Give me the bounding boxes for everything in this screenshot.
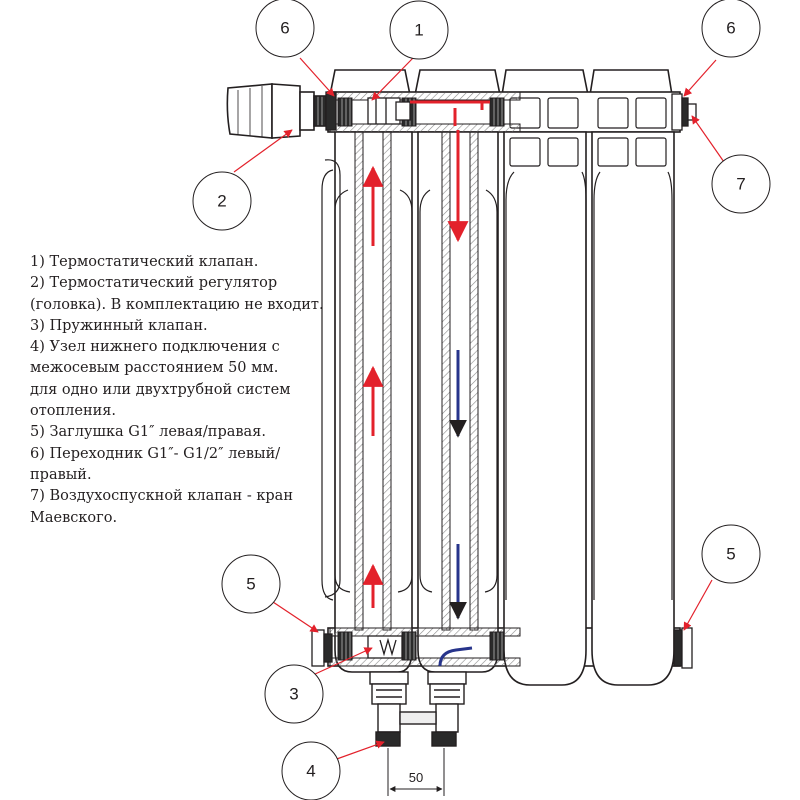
bottom-connection-unit — [369, 671, 467, 747]
callout-numbers: 1 2 3 4 5 5 6 6 7 — [217, 19, 745, 781]
callout-4: 4 — [306, 762, 315, 781]
leader-5-left — [269, 599, 319, 633]
right-bottom-plug — [673, 627, 693, 669]
legend-line: 7) Воздухоспускной клапан - кран — [30, 488, 293, 505]
callout-4-circle — [281, 741, 341, 800]
callout-5-left-circle — [221, 554, 281, 614]
legend: 1) Термостатический клапан. 2) Термостат… — [30, 252, 350, 529]
thermostatic-head — [226, 83, 327, 139]
callout-7: 7 — [736, 175, 745, 194]
callout-2-circle — [192, 171, 252, 231]
legend-line: 4) Узел нижнего подключения с — [30, 339, 280, 356]
callout-7-circle — [711, 154, 771, 214]
callout-1: 1 — [414, 21, 423, 40]
spring-valve-body — [367, 635, 403, 659]
callout-circles — [192, 0, 771, 800]
callout-5-left: 5 — [246, 575, 255, 594]
legend-line: 5) Заглушка G1″ левая/правая. — [30, 424, 266, 441]
legend-line: отопления. — [30, 403, 117, 420]
callout-3-circle — [264, 664, 324, 724]
callout-6-left-circle — [255, 0, 315, 58]
callout-6-right: 6 — [726, 19, 735, 38]
radiator-body — [327, 69, 681, 686]
legend-line: правый. — [30, 466, 92, 483]
legend-line: для одно или двухтрубной систем — [30, 381, 291, 398]
right-top-adapter — [671, 93, 697, 131]
callout-6-right-circle — [701, 0, 761, 58]
dimension-50 — [387, 748, 445, 796]
section-3-column — [503, 131, 587, 686]
leader-6-left — [299, 57, 335, 97]
callout-5-right-circle — [701, 524, 761, 584]
callout-3: 3 — [289, 685, 298, 704]
section-4-column — [591, 131, 675, 686]
legend-line: 3) Пружинный клапан. — [30, 317, 208, 334]
leader-2 — [233, 129, 293, 173]
thermostatic-valve-body — [367, 97, 411, 125]
section-fins — [321, 97, 673, 601]
leader-6-right — [683, 59, 717, 97]
legend-line: Маевского. — [30, 509, 118, 526]
dimension-label: 50 — [409, 770, 423, 785]
leader-5-right — [683, 579, 713, 631]
leader-7 — [691, 115, 725, 163]
legend-line: (головка). В комплектацию не входит. — [30, 296, 324, 313]
legend-line: 1) Термостатический клапан. — [30, 254, 259, 270]
flow-lines — [362, 100, 490, 667]
callout-6-left: 6 — [280, 19, 289, 38]
callout-5-right: 5 — [726, 545, 735, 564]
callout-2: 2 — [217, 192, 226, 211]
legend-line: 2) Термостатический регулятор — [30, 275, 278, 292]
left-bottom-plug — [311, 629, 333, 667]
leader-1 — [371, 57, 414, 101]
leader-4 — [333, 740, 385, 761]
legend-line: межосевым расстоянием 50 мм. — [30, 360, 279, 377]
left-top-adapter — [325, 91, 337, 131]
callout-1-circle — [389, 0, 449, 60]
callout-leaders — [233, 57, 725, 761]
legend-line: 6) Переходник G1″- G1/2″ левый/ — [30, 445, 281, 462]
